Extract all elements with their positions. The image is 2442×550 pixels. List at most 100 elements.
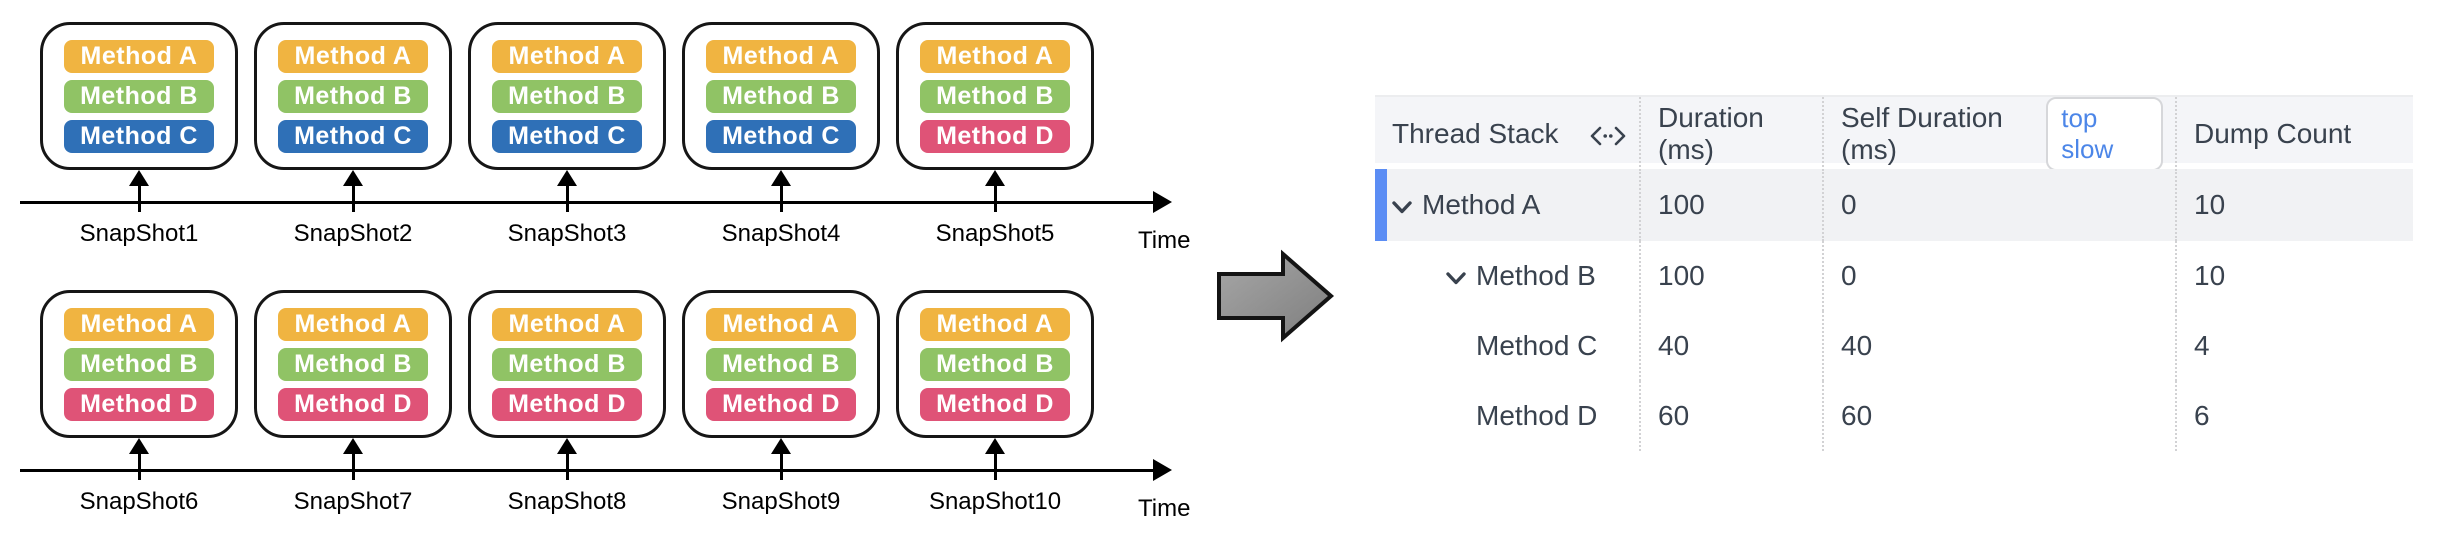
method-pill: Method B (64, 79, 214, 113)
snapshot-label: SnapShot1 (79, 220, 199, 247)
header-self-duration: Self Duration (ms) top slow (1822, 97, 2175, 171)
method-pill: Method A (920, 307, 1070, 341)
chevron-down-icon[interactable] (1445, 271, 1467, 286)
snapshot-label: SnapShot9 (721, 488, 841, 515)
dump-count-cell: 10 (2175, 169, 2413, 241)
snapshot-label: SnapShot10 (928, 488, 1062, 515)
snapshot-box: Method A Method B Method C (40, 22, 238, 170)
time-axis (20, 469, 1153, 472)
up-arrow-icon (342, 170, 364, 212)
up-arrow-icon (770, 170, 792, 212)
header-duration: Duration (ms) (1639, 97, 1822, 171)
up-arrow-icon (984, 170, 1006, 212)
snapshot-box: Method A Method B Method D (896, 22, 1094, 170)
time-axis-arrowhead-icon (1153, 459, 1172, 481)
method-pill: Method B (706, 79, 856, 113)
method-pill: Method A (278, 39, 428, 73)
header-thread-stack: Thread Stack (1375, 97, 1639, 171)
chevron-down-icon[interactable] (1391, 200, 1413, 215)
dump-count-cell: 10 (2175, 241, 2413, 311)
snapshot-box: Method A Method B Method D (896, 290, 1094, 438)
method-pill: Method C (706, 119, 856, 153)
snapshot-label: SnapShot8 (507, 488, 627, 515)
thread-stack-label: Thread Stack (1392, 118, 1559, 149)
method-pill: Method A (64, 39, 214, 73)
snapshot-box: Method A Method B Method D (254, 290, 452, 438)
method-pill: Method C (492, 119, 642, 153)
duration-cell: 100 (1639, 241, 1822, 311)
method-pill: Method D (278, 387, 428, 421)
thread-stack-cell: Method C (1375, 311, 1639, 381)
snapshot-label: SnapShot2 (293, 220, 413, 247)
top-slow-button[interactable]: top slow (2046, 97, 2163, 171)
thread-stack-table: Thread Stack Duration (ms) Self Duration… (1375, 95, 2413, 451)
self-duration-cell: 0 (1822, 241, 2175, 311)
up-arrow-icon (128, 438, 150, 480)
method-pill: Method A (492, 39, 642, 73)
method-pill: Method D (920, 387, 1070, 421)
up-arrow-icon (770, 438, 792, 480)
snapshot-box: Method A Method B Method D (468, 290, 666, 438)
transform-arrow-icon (1217, 249, 1335, 343)
dump-count-cell: 6 (2175, 381, 2413, 451)
duration-cell: 60 (1639, 381, 1822, 451)
method-pill: Method D (706, 387, 856, 421)
method-pill: Method A (706, 307, 856, 341)
method-pill: Method B (64, 347, 214, 381)
thread-stack-cell: Method A (1375, 169, 1639, 241)
method-name: Method A (1422, 189, 1541, 220)
snapshot-box: Method A Method B Method C (468, 22, 666, 170)
snapshot-box: Method A Method B Method D (682, 290, 880, 438)
timeline-group-1: Method A Method B Method C Method A Meth… (15, 8, 1195, 276)
snapshot-label: SnapShot6 (79, 488, 199, 515)
snapshot-labels-row: SnapShot1 SnapShot2 SnapShot3 SnapShot4 … (40, 220, 1094, 248)
snapshot-box: Method A Method B Method C (254, 22, 452, 170)
self-duration-label: Self Duration (ms) (1841, 102, 2003, 165)
snapshot-label: SnapShot5 (935, 220, 1055, 247)
dump-count-cell: 4 (2175, 311, 2413, 381)
method-pill: Method B (706, 347, 856, 381)
method-pill: Method D (920, 119, 1070, 153)
snapshot-arrows-row (40, 170, 1094, 212)
thread-stack-cell: Method B (1375, 241, 1639, 311)
method-pill: Method D (64, 387, 214, 421)
snapshot-box: Method A Method B Method D (40, 290, 238, 438)
snapshot-box: Method A Method B Method C (682, 22, 880, 170)
time-axis-arrowhead-icon (1153, 191, 1172, 213)
snapshot-boxes-row: Method A Method B Method D Method A Meth… (40, 290, 1094, 438)
method-name: Method D (1476, 400, 1598, 431)
method-pill: Method B (920, 79, 1070, 113)
method-name: Method C (1476, 330, 1598, 361)
duration-cell: 100 (1639, 169, 1822, 241)
method-pill: Method A (64, 307, 214, 341)
up-arrow-icon (342, 438, 364, 480)
table-body: Method A 100 0 10 Method B 100 0 10 (1375, 169, 2413, 451)
table-row-method-d[interactable]: Method D 60 60 6 (1375, 381, 2413, 451)
snapshot-label: SnapShot7 (293, 488, 413, 515)
up-arrow-icon (128, 170, 150, 212)
table-row-method-a[interactable]: Method A 100 0 10 (1375, 169, 2413, 241)
method-pill: Method B (920, 347, 1070, 381)
time-axis (20, 201, 1153, 204)
snapshot-arrows-row (40, 438, 1094, 480)
duration-cell: 40 (1639, 311, 1822, 381)
method-pill: Method C (278, 119, 428, 153)
method-name: Method B (1476, 260, 1596, 291)
self-duration-cell: 40 (1822, 311, 2175, 381)
column-resize-icon[interactable] (1589, 124, 1627, 148)
time-axis-label: Time (1138, 495, 1191, 522)
self-duration-cell: 0 (1822, 169, 2175, 241)
time-axis-label: Time (1138, 227, 1191, 254)
up-arrow-icon (556, 170, 578, 212)
method-pill: Method B (492, 347, 642, 381)
up-arrow-icon (556, 438, 578, 480)
method-pill: Method C (64, 119, 214, 153)
snapshot-boxes-row: Method A Method B Method C Method A Meth… (40, 22, 1094, 170)
method-pill: Method A (492, 307, 642, 341)
snapshot-label: SnapShot3 (507, 220, 627, 247)
table-row-method-c[interactable]: Method C 40 40 4 (1375, 311, 2413, 381)
method-pill: Method B (278, 347, 428, 381)
table-row-method-b[interactable]: Method B 100 0 10 (1375, 241, 2413, 311)
snapshot-labels-row: SnapShot6 SnapShot7 SnapShot8 SnapShot9 … (40, 488, 1094, 516)
snapshot-label: SnapShot4 (721, 220, 841, 247)
